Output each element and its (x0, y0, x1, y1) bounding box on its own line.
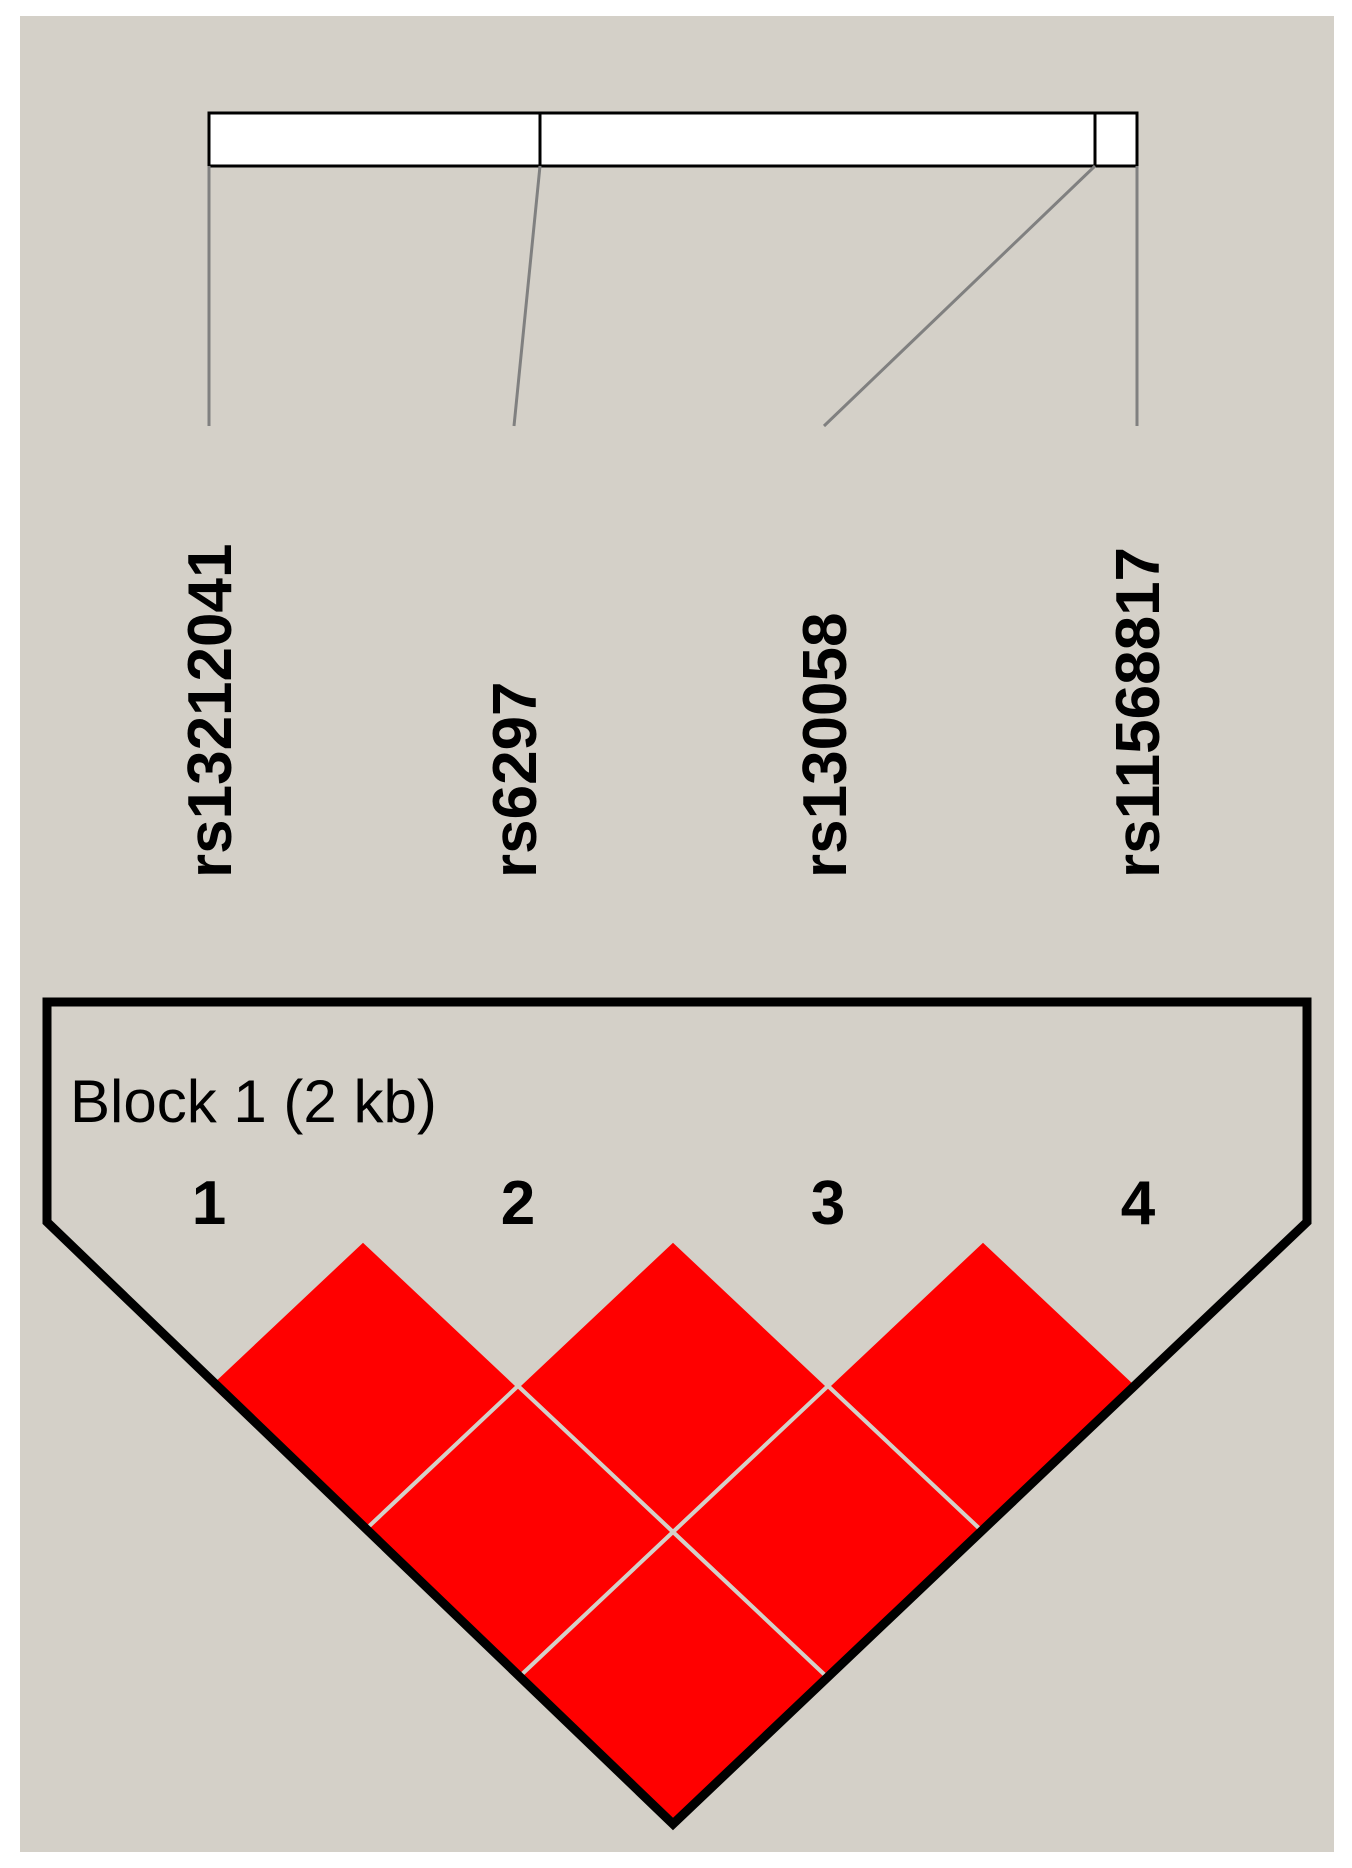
snp-label-1: rs13212041 (176, 544, 245, 878)
position-bar (207, 111, 1139, 168)
connector-line-3 (822, 164, 1097, 428)
ld-cells (205, 1237, 1141, 1827)
marker-number-3: 3 (811, 1169, 845, 1238)
marker-numbers: 1 2 3 4 (192, 1169, 1156, 1238)
marker-number-2: 2 (501, 1169, 535, 1238)
marker-number-1: 1 (192, 1169, 226, 1238)
ld-plot-svg: rs13212041 rs6297 rs130058 rs11568817 Bl… (42, 111, 1312, 1831)
block-outline (42, 997, 1312, 1831)
snp-label-4: rs11568817 (1104, 547, 1173, 878)
position-bar-rect (207, 111, 1139, 168)
snp-label-3: rs130058 (791, 613, 860, 879)
ld-plot-panel: rs13212041 rs6297 rs130058 rs11568817 Bl… (20, 16, 1334, 1852)
marker-connectors (207, 164, 1139, 428)
snp-label-2: rs6297 (481, 681, 550, 878)
connector-line-2 (512, 165, 542, 427)
marker-number-4: 4 (1121, 1169, 1156, 1238)
snp-labels: rs13212041 rs6297 rs130058 rs11568817 (176, 544, 1173, 878)
block-label: Block 1 (2 kb) (70, 1068, 437, 1135)
